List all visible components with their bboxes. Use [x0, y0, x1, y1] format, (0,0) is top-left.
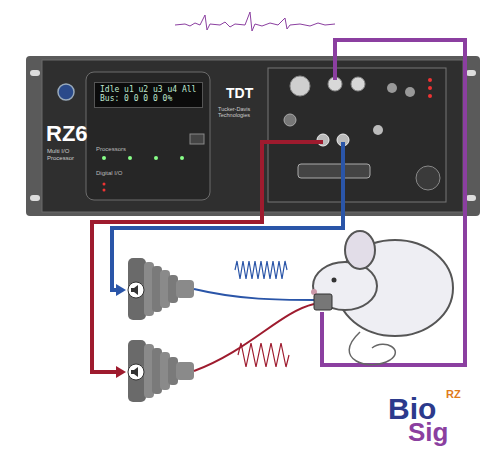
mode-button [190, 134, 204, 144]
led [428, 86, 432, 90]
led [428, 78, 432, 82]
mouse [311, 231, 453, 365]
led [128, 156, 132, 160]
model-name: RZ6 [46, 122, 88, 146]
knob [405, 87, 415, 97]
led [102, 156, 106, 160]
sound-tube [194, 304, 314, 371]
display-bezel [86, 72, 210, 200]
rack-hole [30, 70, 40, 76]
section-label: Digital I/O [96, 170, 122, 177]
speaker-grille [416, 166, 440, 190]
rack-hole [466, 70, 476, 76]
rack-hole [30, 195, 40, 201]
xlr-connector [290, 76, 310, 96]
db25-connector [298, 164, 370, 178]
red-cable [92, 142, 323, 372]
signal-trace [175, 12, 335, 31]
lcd-display: Idle u1 u2 u3 u4 AllBus: 0 0 0 0 0% [94, 82, 203, 108]
speaker [128, 340, 194, 402]
bnc-connector [351, 77, 365, 91]
model-subtitle: Multi I/O Processor [47, 148, 87, 161]
input-port [373, 125, 383, 135]
logo-text: RZ [446, 388, 461, 400]
rack-hole [466, 195, 476, 201]
headstage [314, 294, 332, 310]
processor-panel: RZ6Multi I/O Processor Idle u1 u2 u3 u4 A… [40, 60, 465, 212]
sine-wave-high [235, 261, 287, 279]
display-line: Idle u1 u2 u3 u4 All [100, 86, 197, 95]
knob [387, 83, 397, 93]
brand-logo: TDT [226, 86, 253, 101]
section-label: Processors [96, 146, 126, 153]
arrow-head [116, 284, 126, 296]
power-button [58, 84, 74, 100]
display-line: Bus: 0 0 0 0 0% [100, 95, 197, 104]
led [154, 156, 158, 160]
knob [284, 114, 296, 126]
rack-ears [26, 56, 480, 216]
led [103, 183, 106, 186]
logo-text: Sig [408, 418, 448, 447]
front-panel [42, 60, 463, 212]
led [103, 189, 106, 192]
sine-wave-low [238, 343, 289, 367]
brand-tagline: Tucker-Davis Technologies [218, 106, 264, 118]
sound-tube [194, 289, 314, 300]
io-panel [268, 68, 446, 202]
arrow-head [116, 366, 126, 378]
led [428, 94, 432, 98]
speaker [128, 258, 194, 320]
led [180, 156, 184, 160]
